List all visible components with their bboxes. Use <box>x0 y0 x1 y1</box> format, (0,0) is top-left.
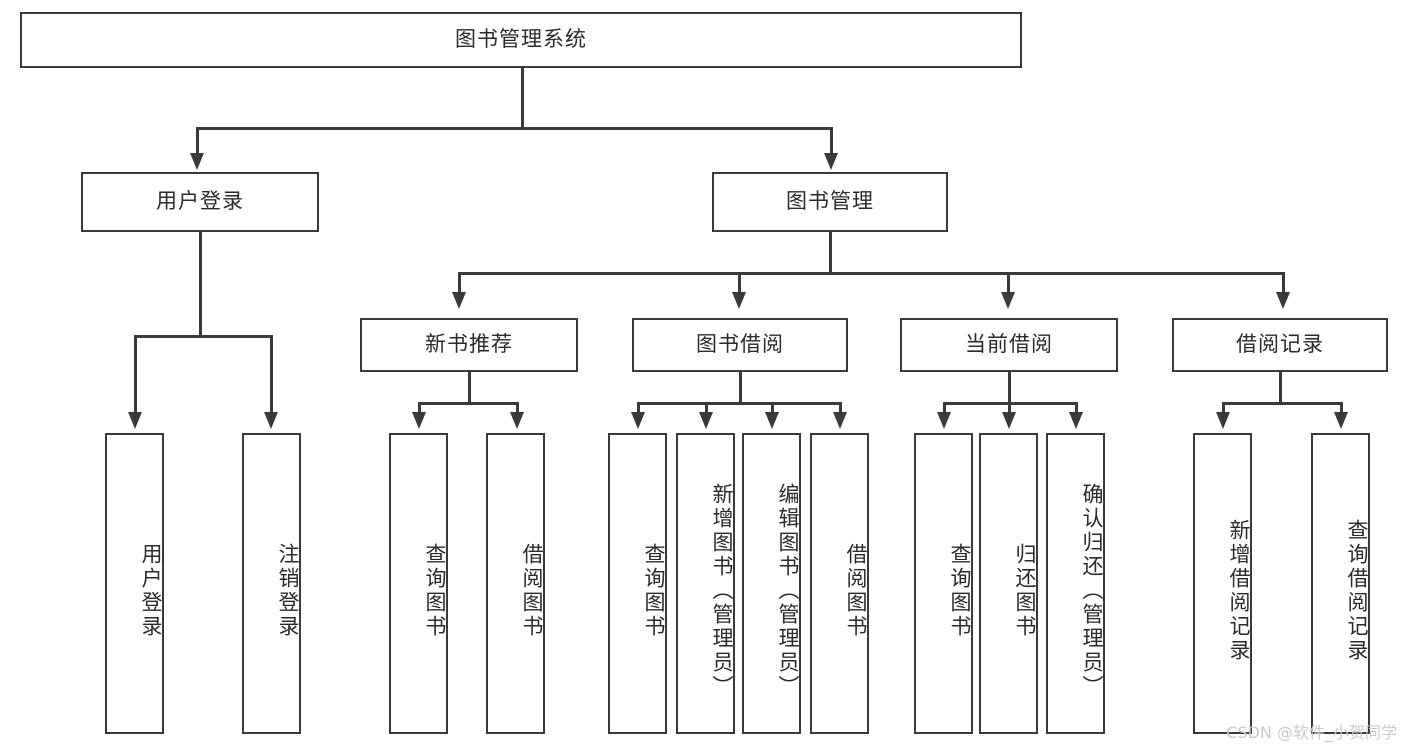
arrow-bookmgmt-to-new <box>452 292 466 309</box>
leaf-logout[interactable]: 注销登录 <box>242 433 301 734</box>
connector-bookmgmt-to-borrow <box>738 272 741 294</box>
connector-login-stem <box>199 232 202 336</box>
connector-newbook-to-leaf2 <box>516 402 519 415</box>
leaf-current-return-book[interactable]: 归还图书 <box>979 433 1038 734</box>
connector-bookmgmt-to-new <box>458 272 461 294</box>
connector-bookmgmt-to-record <box>1282 272 1285 294</box>
connector-current-to-leaf3 <box>1075 402 1078 415</box>
leaf-current-query-book[interactable]: 查询图书 <box>914 433 973 734</box>
connector-record-to-leaf1 <box>1222 402 1225 415</box>
leaf-user-login-label: 用户登录 <box>139 542 163 639</box>
watermark: CSDN @软件_小贺同学 <box>1226 723 1397 742</box>
leaf-logout-label: 注销登录 <box>276 542 300 639</box>
arrow-login-to-leaf1 <box>128 412 142 429</box>
node-new-book-recommend[interactable]: 新书推荐 <box>360 318 578 372</box>
node-book-management-label: 图书管理 <box>786 189 874 214</box>
connector-bookmgmt-bar <box>458 272 1284 275</box>
node-book-borrow-label: 图书借阅 <box>696 332 784 357</box>
node-current-borrow-label: 当前借阅 <box>965 332 1053 357</box>
leaf-newbook-borrow-book-label: 借阅图书 <box>520 542 544 639</box>
node-user-login-label: 用户登录 <box>156 189 244 214</box>
arrow-record-to-leaf2 <box>1334 412 1348 429</box>
arrow-borrow-to-leaf4 <box>833 412 847 429</box>
leaf-newbook-query-book-label: 查询图书 <box>423 542 447 639</box>
leaf-borrow-query-book-label: 查询图书 <box>642 542 666 639</box>
leaf-user-login[interactable]: 用户登录 <box>105 433 164 734</box>
arrow-login-to-leaf2 <box>264 412 278 429</box>
connector-login-to-leaf1 <box>134 335 137 415</box>
leaf-borrow-borrow-book[interactable]: 借阅图书 <box>810 433 869 734</box>
node-current-borrow[interactable]: 当前借阅 <box>900 318 1118 372</box>
connector-login-to-leaf2 <box>270 335 273 415</box>
connector-bookmgmt-stem <box>829 232 832 274</box>
leaf-borrow-borrow-book-label: 借阅图书 <box>844 542 868 639</box>
arrow-bookmgmt-to-record <box>1276 292 1290 309</box>
arrow-root-to-login <box>190 153 204 170</box>
arrow-current-to-leaf3 <box>1069 412 1083 429</box>
connector-login-bar <box>134 335 272 338</box>
arrow-bookmgmt-to-current <box>1001 292 1015 309</box>
connector-record-to-leaf2 <box>1340 402 1343 415</box>
leaf-current-return-book-label: 归还图书 <box>1013 542 1037 639</box>
connector-borrow-to-leaf1 <box>637 402 640 415</box>
node-book-management[interactable]: 图书管理 <box>712 172 948 232</box>
connector-borrow-bar <box>637 402 841 405</box>
leaf-record-query-label: 查询借阅记录 <box>1345 518 1369 663</box>
connector-borrow-to-leaf2 <box>705 402 708 415</box>
arrow-root-to-bookmgmt <box>824 153 838 170</box>
arrow-borrow-to-leaf2 <box>699 412 713 429</box>
connector-borrow-to-leaf3 <box>771 402 774 415</box>
connector-record-stem <box>1279 372 1282 404</box>
connector-borrow-to-leaf4 <box>839 402 842 415</box>
node-borrow-record[interactable]: 借阅记录 <box>1172 318 1388 372</box>
leaf-current-confirm-return[interactable]: 确认归还（管理员） <box>1046 433 1105 734</box>
leaf-current-query-book-label: 查询图书 <box>948 542 972 639</box>
arrow-current-to-leaf2 <box>1002 412 1016 429</box>
node-root[interactable]: 图书管理系统 <box>20 12 1022 68</box>
node-book-borrow[interactable]: 图书借阅 <box>632 318 848 372</box>
node-root-label: 图书管理系统 <box>455 27 587 52</box>
leaf-record-add[interactable]: 新增借阅记录 <box>1193 433 1252 734</box>
leaf-current-confirm-return-label: 确认归还（管理员） <box>1080 482 1104 699</box>
arrow-bookmgmt-to-borrow <box>732 292 746 309</box>
connector-record-bar <box>1222 402 1341 405</box>
connector-root-to-bookmgmt <box>830 127 833 157</box>
node-user-login[interactable]: 用户登录 <box>81 172 319 232</box>
arrow-newbook-to-leaf2 <box>510 412 524 429</box>
leaf-newbook-borrow-book[interactable]: 借阅图书 <box>486 433 545 734</box>
connector-root-to-login <box>196 127 199 157</box>
node-new-book-recommend-label: 新书推荐 <box>425 332 513 357</box>
connector-root-bar <box>196 127 833 130</box>
leaf-record-add-label: 新增借阅记录 <box>1227 518 1251 663</box>
leaf-borrow-edit-book[interactable]: 编辑图书（管理员） <box>742 433 801 734</box>
connector-newbook-to-leaf1 <box>418 402 421 415</box>
connector-current-to-leaf1 <box>943 402 946 415</box>
connector-newbook-stem <box>468 372 471 404</box>
arrow-borrow-to-leaf1 <box>631 412 645 429</box>
arrow-current-to-leaf1 <box>937 412 951 429</box>
connector-newbook-bar <box>418 402 518 405</box>
leaf-record-query[interactable]: 查询借阅记录 <box>1311 433 1370 734</box>
leaf-newbook-query-book[interactable]: 查询图书 <box>389 433 448 734</box>
leaf-borrow-query-book[interactable]: 查询图书 <box>608 433 667 734</box>
leaf-borrow-add-book-label: 新增图书（管理员） <box>710 482 734 699</box>
connector-root-stem <box>521 68 524 128</box>
connector-borrow-stem <box>739 372 742 404</box>
connector-current-stem <box>1008 372 1011 404</box>
connector-bookmgmt-to-current <box>1007 272 1010 294</box>
leaf-borrow-edit-book-label: 编辑图书（管理员） <box>776 482 800 699</box>
leaf-borrow-add-book[interactable]: 新增图书（管理员） <box>676 433 735 734</box>
arrow-borrow-to-leaf3 <box>765 412 779 429</box>
connector-current-to-leaf2 <box>1008 402 1011 415</box>
arrow-record-to-leaf1 <box>1216 412 1230 429</box>
arrow-newbook-to-leaf1 <box>412 412 426 429</box>
node-borrow-record-label: 借阅记录 <box>1236 332 1324 357</box>
